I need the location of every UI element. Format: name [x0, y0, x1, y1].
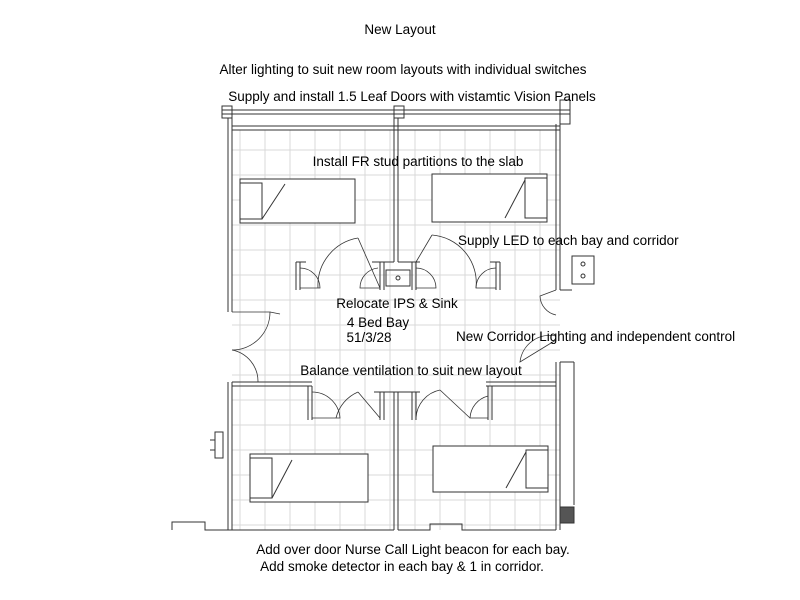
note-ventilation: Balance ventilation to suit new layout: [300, 363, 522, 378]
note-smoke: Add smoke detector in each bay & 1 in co…: [260, 559, 544, 574]
door-swings: [231, 234, 557, 419]
drawing-title: New Layout: [364, 22, 436, 37]
note-doors: Supply and install 1.5 Leaf Doors with v…: [228, 89, 596, 104]
detector-symbol: [559, 506, 575, 524]
bed-top-right: [431, 173, 548, 223]
note-led: Supply LED to each bay and corridor: [458, 233, 679, 248]
beds: [239, 173, 549, 503]
bed-bottom-right: [432, 445, 549, 493]
note-corridor: New Corridor Lighting and independent co…: [456, 329, 736, 344]
note-partitions: Install FR stud partitions to the slab: [312, 154, 524, 169]
walls: [171, 99, 595, 531]
room-code: 51/3/28: [346, 330, 392, 345]
note-nurse-call: Add over door Nurse Call Light beacon fo…: [256, 542, 570, 557]
bed-bottom-left: [249, 453, 369, 503]
note-lighting: Alter lighting to suit new room layouts …: [219, 62, 587, 77]
bed-top-left: [239, 178, 356, 224]
room-name: 4 Bed Bay: [346, 315, 410, 330]
note-ips: Relocate IPS & Sink: [336, 296, 458, 311]
